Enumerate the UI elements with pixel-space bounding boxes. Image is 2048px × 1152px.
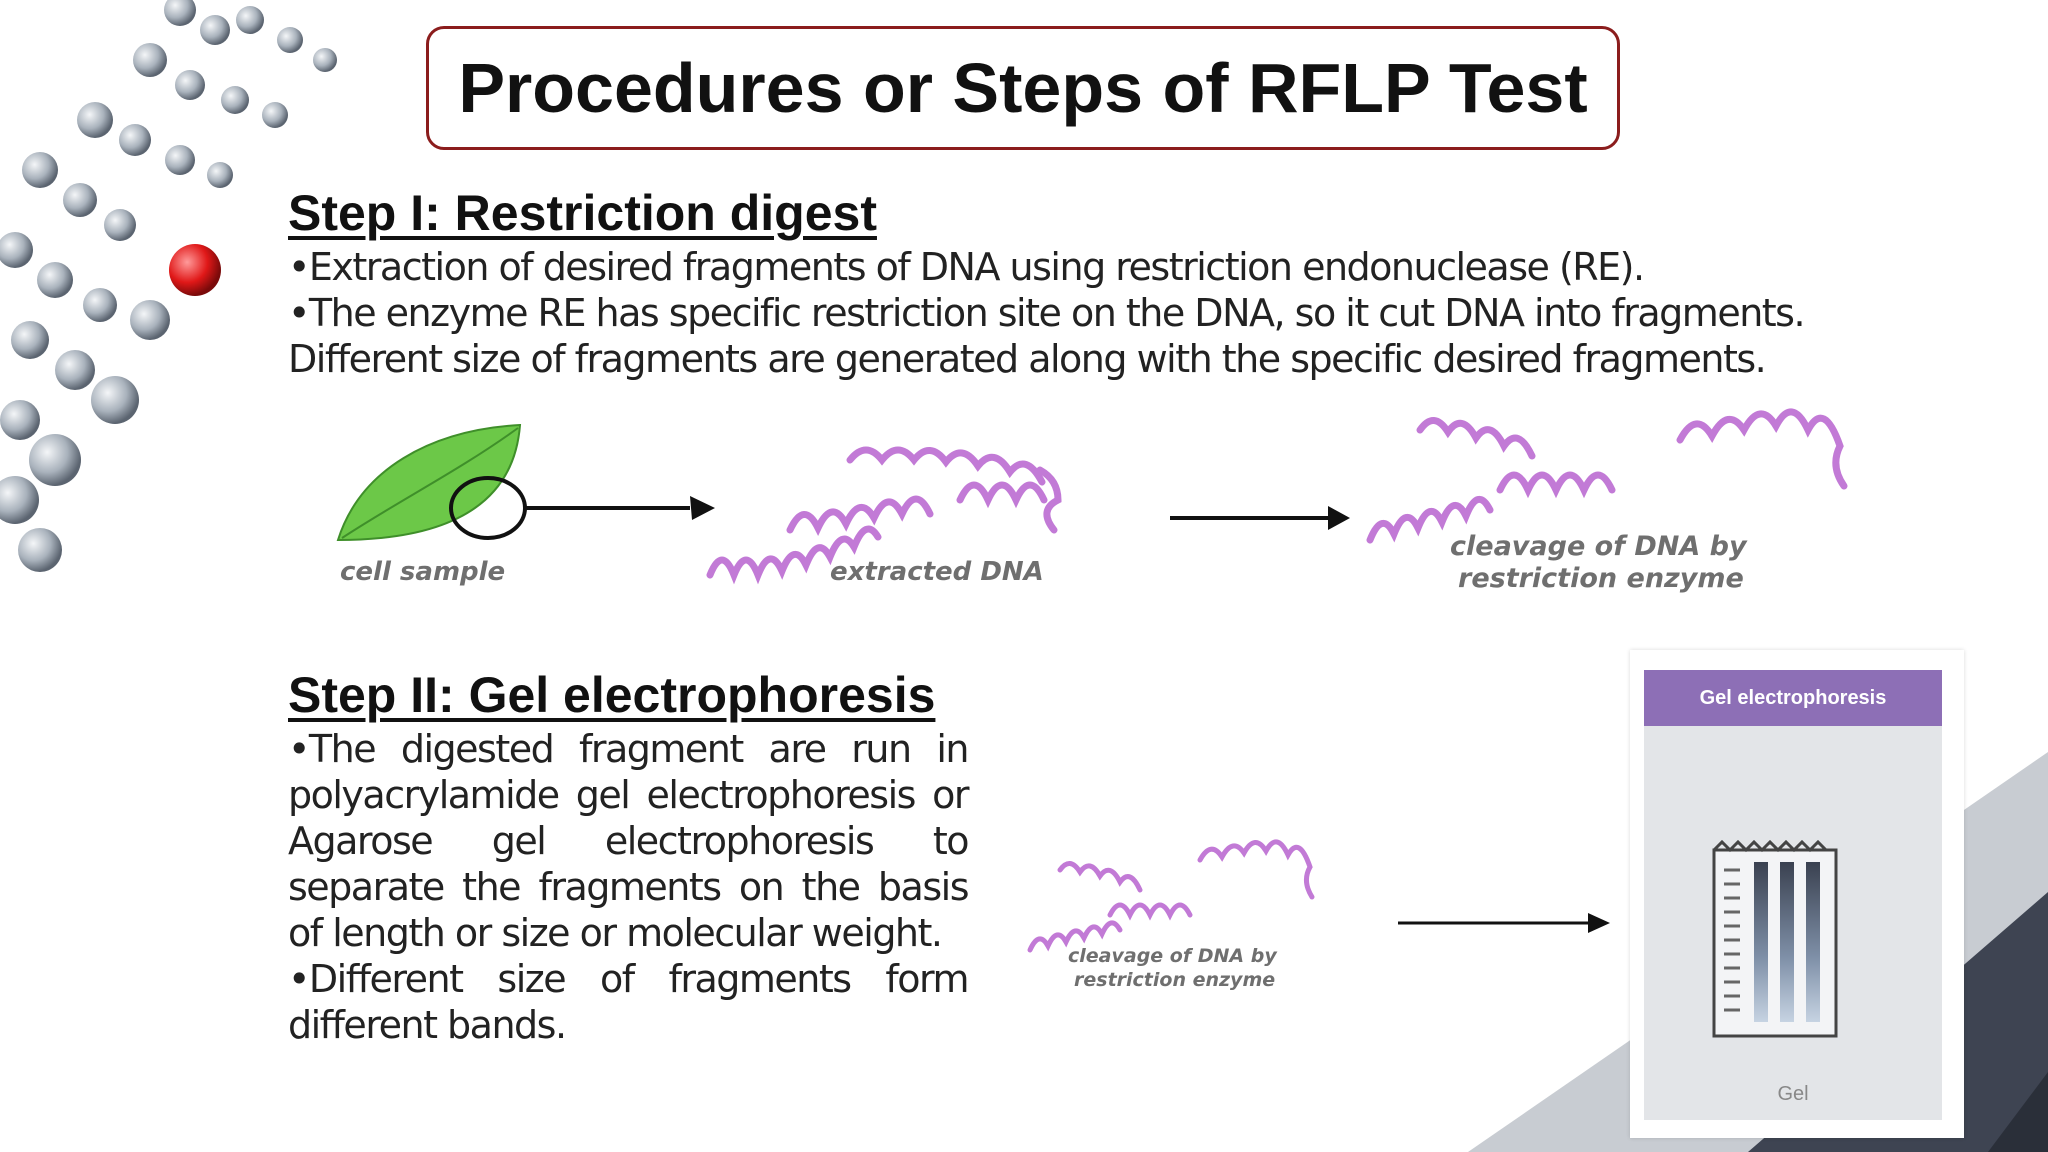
step1-figure: cell sample extracted DNA cleavage of DN… bbox=[336, 408, 1848, 594]
step1-bullet-2: •The enzyme RE has specific restriction … bbox=[288, 291, 1806, 381]
dna-coil-extracted bbox=[706, 446, 1062, 585]
gel-label: Gel bbox=[1777, 1083, 1809, 1105]
step2-body: •The digested fragment are run in polyac… bbox=[288, 726, 970, 1048]
arrow-right-icon bbox=[1170, 506, 1350, 530]
step1-body: •Extraction of desired fragments of DNA … bbox=[288, 244, 1968, 382]
label-cleavage-line1: cleavage of DNA by bbox=[1450, 531, 1748, 562]
label-cleavage-small-line2: restriction enzyme bbox=[1074, 969, 1275, 991]
gel-tray-icon bbox=[1712, 840, 1838, 1038]
arrow-right-icon bbox=[525, 496, 715, 520]
arrow-right-icon bbox=[1398, 913, 1610, 933]
dna-coil-cleaved-small bbox=[1027, 839, 1315, 953]
label-cleavage-line2: restriction enzyme bbox=[1458, 563, 1744, 594]
gel-panel-body: Gel electrophoresis bbox=[1644, 670, 1942, 1120]
slide-title: Procedures or Steps of RFLP Test bbox=[458, 49, 1588, 127]
label-cleavage-small-line1: cleavage of DNA by bbox=[1068, 945, 1278, 967]
label-cell-sample: cell sample bbox=[340, 557, 505, 587]
gel-panel-title: Gel electrophoresis bbox=[1644, 670, 1942, 726]
gel-electrophoresis-panel: Gel electrophoresis bbox=[1630, 650, 1964, 1138]
step1-heading: Step I: Restriction digest bbox=[288, 185, 877, 241]
dna-helix-decoration bbox=[0, 0, 337, 572]
dna-helix-icon bbox=[0, 0, 337, 572]
leaf-icon bbox=[336, 423, 527, 542]
slide-title-box: Procedures or Steps of RFLP Test bbox=[426, 26, 1620, 150]
step2-bullet-1: •The digested fragment are run in polyac… bbox=[288, 727, 970, 955]
step2-heading: Step II: Gel electrophoresis bbox=[288, 667, 936, 723]
step1-bullet-1: •Extraction of desired fragments of DNA … bbox=[288, 245, 1645, 289]
label-extracted-dna: extracted DNA bbox=[830, 557, 1044, 587]
dna-coil-cleaved bbox=[1366, 408, 1848, 544]
step2-bullet-2: •Different size of fragments form differ… bbox=[288, 957, 970, 1047]
step2-figure: cleavage of DNA by restriction enzyme bbox=[1027, 839, 1610, 991]
